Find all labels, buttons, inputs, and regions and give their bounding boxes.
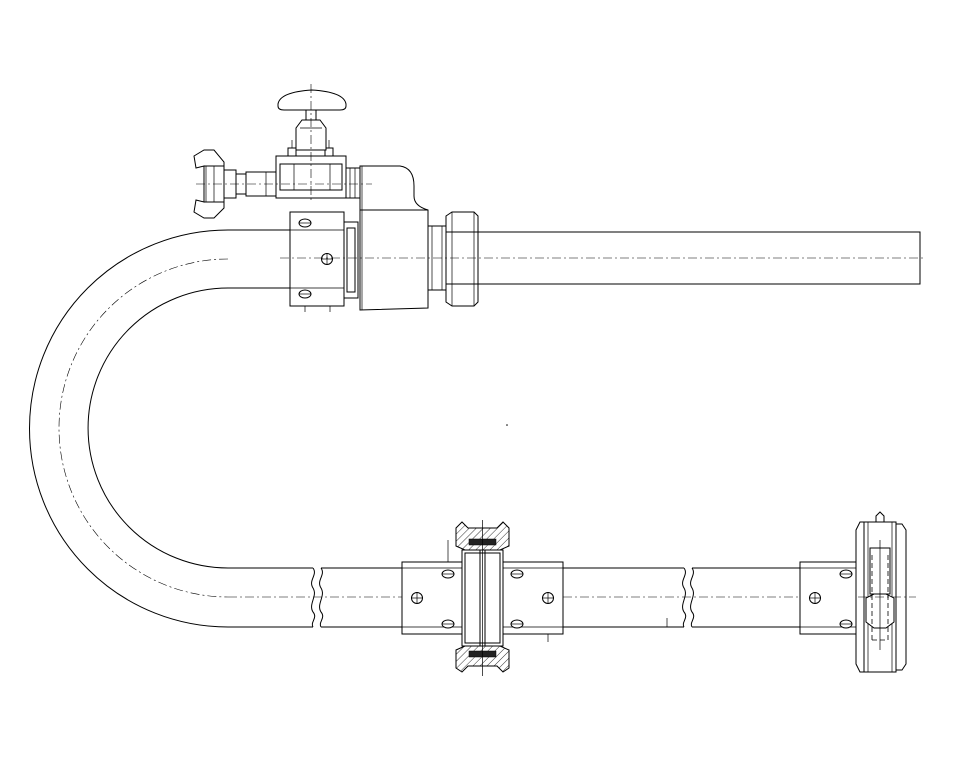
nut-icon <box>287 147 297 157</box>
end-cap-coupling <box>855 511 916 673</box>
pipe-clamp-lower-left <box>401 540 463 635</box>
lower-hose-segment-left <box>228 567 402 628</box>
upper-adapter-body <box>343 165 447 311</box>
upper-pipe-clamp <box>289 211 345 312</box>
gate-valve <box>196 84 372 200</box>
u-bend-hose <box>29 229 324 628</box>
pipe-clamp-lower-right <box>799 561 859 635</box>
reference-dot <box>506 424 508 426</box>
upper-straight-pipe <box>280 231 925 285</box>
central-hose-coupling <box>455 520 510 676</box>
union-nut <box>445 211 479 307</box>
pipe-clamp-lower-middle <box>502 561 564 642</box>
lower-hose-segment-right <box>563 567 800 628</box>
